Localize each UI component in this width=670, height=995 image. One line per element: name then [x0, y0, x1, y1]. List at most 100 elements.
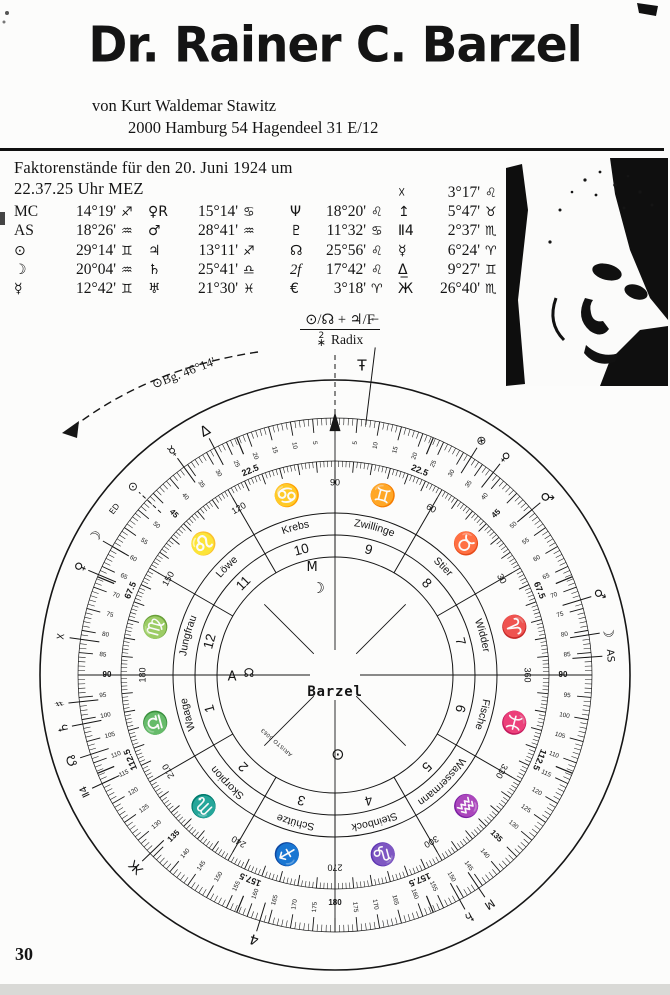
sign-glyph-krebs: ♋	[270, 480, 303, 511]
zodiac-tick	[531, 742, 538, 745]
zodiac-tick	[536, 622, 543, 625]
sign-name-jungfrau: Jungfrau	[177, 613, 199, 656]
sun-center: ⊙	[331, 744, 344, 763]
dial-tick	[107, 792, 115, 796]
zodiac-tick	[151, 564, 157, 569]
dial-tick	[294, 921, 297, 929]
zodiac-tick-major	[297, 874, 301, 886]
node-glyph: ☊	[290, 242, 303, 259]
zodiac-tick	[132, 742, 139, 745]
zodiac-tick	[237, 484, 241, 490]
dial-tick	[579, 726, 587, 729]
zodiac-tick	[215, 847, 219, 853]
dial-tick	[470, 459, 476, 466]
dial-tick	[520, 842, 527, 848]
venus-retrograde-position: 15°14'	[198, 203, 238, 220]
dial-label: 85	[99, 651, 107, 659]
dial-tick	[298, 420, 301, 428]
diagonal-ray	[263, 603, 315, 655]
dial-tick	[436, 903, 440, 910]
sun-sign: ♊	[121, 243, 133, 259]
zodiac-tick	[511, 561, 517, 566]
dial-tick	[488, 871, 494, 878]
dial-tick-major	[152, 846, 164, 858]
zodiac-tick	[539, 633, 546, 636]
mars-mark-pointer	[516, 502, 541, 523]
dial-tick	[505, 486, 511, 493]
zodiac-tick-major	[121, 692, 133, 695]
dial-label: 140	[179, 847, 191, 860]
dial-tick	[126, 523, 133, 529]
zodiac-tick	[168, 540, 174, 545]
dial-tick	[544, 534, 551, 540]
dial-tick	[529, 832, 535, 837]
zodiac-tick	[286, 466, 289, 473]
zodiac-tick-major	[420, 480, 426, 492]
zodiac-tick-major	[478, 523, 487, 532]
zodiac-tick	[441, 491, 446, 497]
dial-label: 10	[290, 442, 298, 451]
node-mark-pointer	[79, 748, 109, 759]
zodiac-tick	[308, 462, 310, 469]
dial-tick	[520, 502, 527, 508]
moon-mark-pointer	[102, 540, 130, 557]
dial-tick	[373, 421, 376, 429]
dial-tick-major	[78, 652, 93, 655]
zodiac-tick	[540, 707, 547, 709]
zodiac-tick-major	[352, 877, 355, 889]
dial-tick	[105, 788, 113, 792]
zodiac-tick	[175, 531, 181, 537]
zodiac-tick	[200, 508, 205, 514]
zodiac-tick	[503, 797, 509, 802]
dial-tick	[180, 874, 185, 881]
zodiac-tick	[122, 696, 129, 698]
dial-tick-major	[169, 477, 180, 490]
kronos-rim-glyph: Ŧ	[356, 357, 367, 375]
zeus-position: 3°17'	[447, 183, 480, 201]
factor-row-saturn: ♄25°41'♎	[148, 261, 269, 280]
dial-label: 145	[463, 860, 475, 873]
byline-name: Kurt Waldemar Stawitz	[121, 96, 277, 115]
zodiac-tick-major	[436, 850, 443, 861]
dial-tick	[89, 747, 97, 751]
dial-tick	[424, 434, 428, 442]
factor-row-moon: ☽20°04'♒	[14, 261, 147, 280]
factors-heading-line2: 22.37.25 Uhr MEZ	[14, 179, 144, 198]
dial-tick-major	[81, 716, 96, 721]
dial-tick	[578, 730, 586, 734]
zodiac-tick	[208, 843, 213, 849]
dial-tick-special	[97, 765, 115, 774]
zodiac-tick	[218, 495, 222, 501]
zodiac-tick	[151, 781, 157, 786]
poseidon-mark-pointer	[141, 839, 165, 862]
photo-shoulder	[600, 326, 668, 386]
sector-line	[232, 498, 277, 574]
zodiac-tick	[392, 874, 395, 881]
zodiac-tick	[476, 826, 482, 832]
zodiac-tick	[247, 864, 251, 871]
zodiac-tick	[129, 615, 136, 618]
dial-tick	[84, 616, 92, 620]
dial-tick	[386, 423, 389, 431]
zodiac-tick	[173, 534, 179, 539]
zodiac-tick-major	[140, 584, 152, 590]
zodiac-tick-major	[279, 870, 283, 882]
uranus-sign: ♓	[243, 282, 255, 298]
dial-tick	[281, 423, 284, 431]
zodiac-tick-major	[133, 744, 145, 749]
dial-tick	[407, 913, 411, 921]
dial-tick	[116, 807, 124, 812]
zodiac-tick-major	[451, 499, 459, 509]
dial-tick	[395, 425, 398, 433]
zodiac-tick	[124, 714, 131, 717]
zodiac-tick	[251, 477, 254, 484]
photo-nose-shadow	[581, 298, 609, 335]
dial-label: 160	[250, 887, 260, 900]
moon-glyph: ☽	[14, 261, 27, 278]
vulkanus-glyph: Δ̲	[398, 261, 408, 278]
dial-label: 175	[311, 901, 319, 913]
cupido-mark: ♀	[497, 449, 513, 465]
zodiac-tick	[142, 580, 149, 585]
zodiac-tick	[473, 829, 479, 835]
zodiac-tick	[409, 869, 412, 875]
